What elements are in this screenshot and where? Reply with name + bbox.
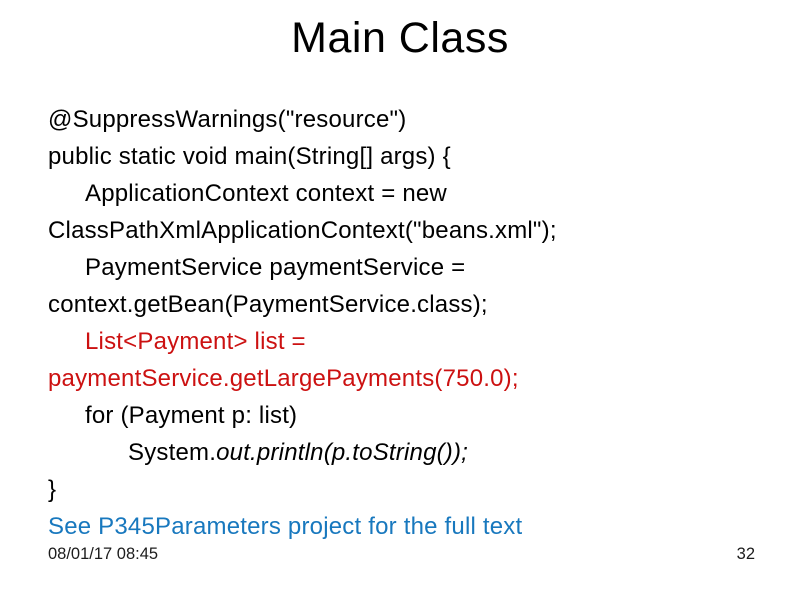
code-segment: @SuppressWarnings("resource")	[48, 106, 407, 133]
code-segment: paymentService.getLargePayments(750.0);	[48, 365, 519, 392]
code-segment: List<Payment> list =	[85, 328, 306, 355]
code-line: See P345Parameters project for the full …	[48, 508, 756, 545]
code-segment: System.	[128, 439, 217, 466]
code-segment: See P345Parameters project for the full …	[48, 513, 523, 540]
code-segment: }	[48, 476, 57, 503]
code-line: for (Payment p: list)	[48, 397, 756, 434]
code-segment: ApplicationContext context = new	[85, 180, 447, 207]
code-line: List<Payment> list =	[48, 323, 756, 360]
code-line: System.out.println(p.toString());	[48, 434, 756, 471]
code-line: paymentService.getLargePayments(750.0);	[48, 360, 756, 397]
code-segment: PaymentService paymentService =	[85, 254, 466, 281]
code-line: @SuppressWarnings("resource")	[48, 101, 756, 138]
code-segment: public static void main(String[] args) {	[48, 143, 451, 170]
footer-datetime: 08/01/17 08:45	[48, 545, 159, 563]
code-line: public static void main(String[] args) {	[48, 138, 756, 175]
code-segment: for (Payment p: list)	[85, 402, 298, 429]
code-segment: out.println(p.toString());	[216, 439, 469, 466]
code-segment: context.getBean(PaymentService.class);	[48, 291, 488, 318]
slide-title: Main Class	[291, 14, 509, 62]
slide-footer: 08/01/17 08:45 32	[48, 545, 755, 564]
code-line: ClassPathXmlApplicationContext("beans.xm…	[48, 212, 756, 249]
code-segment: ClassPathXmlApplicationContext("beans.xm…	[48, 217, 557, 244]
code-line: PaymentService paymentService =	[48, 249, 756, 286]
code-line: context.getBean(PaymentService.class);	[48, 286, 756, 323]
footer-page-number: 32	[736, 545, 755, 563]
code-line: ApplicationContext context = new	[48, 175, 756, 212]
code-line: }	[48, 471, 756, 508]
code-block: @SuppressWarnings("resource") public stat…	[48, 101, 756, 545]
